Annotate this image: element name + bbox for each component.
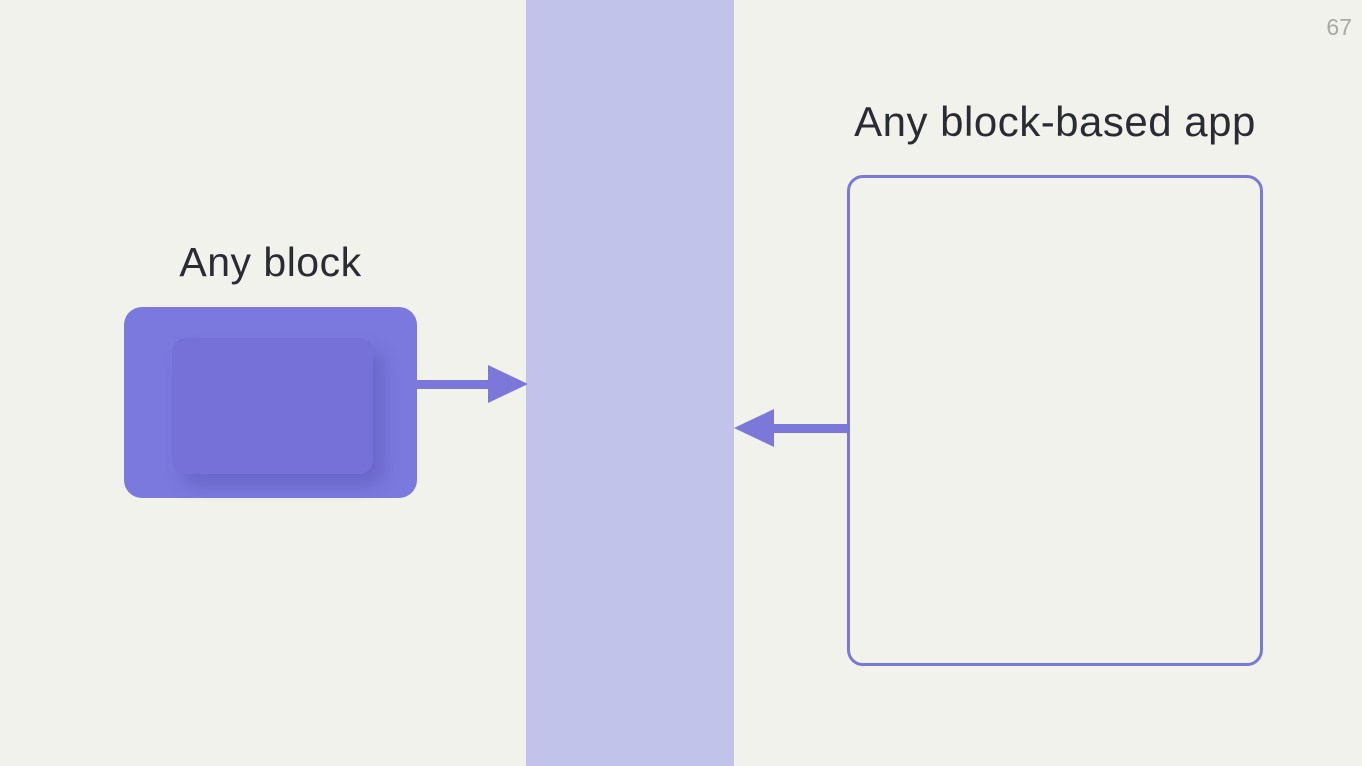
arrow-left-head (734, 409, 774, 447)
any-block-based-app-title: Any block-based app (854, 98, 1256, 145)
arrow-right-head (488, 365, 528, 403)
arrow-left-stem (770, 424, 847, 433)
inner-block-shape (172, 338, 373, 474)
arrow-right-stem (417, 380, 492, 389)
any-block-title: Any block (179, 239, 362, 285)
any-block-shape (124, 307, 417, 498)
center-band (526, 0, 734, 766)
page-number: 67 (1326, 14, 1352, 40)
arrow-right-icon (417, 365, 528, 403)
arrow-left-icon (734, 409, 847, 447)
app-outline-shape (847, 175, 1263, 666)
